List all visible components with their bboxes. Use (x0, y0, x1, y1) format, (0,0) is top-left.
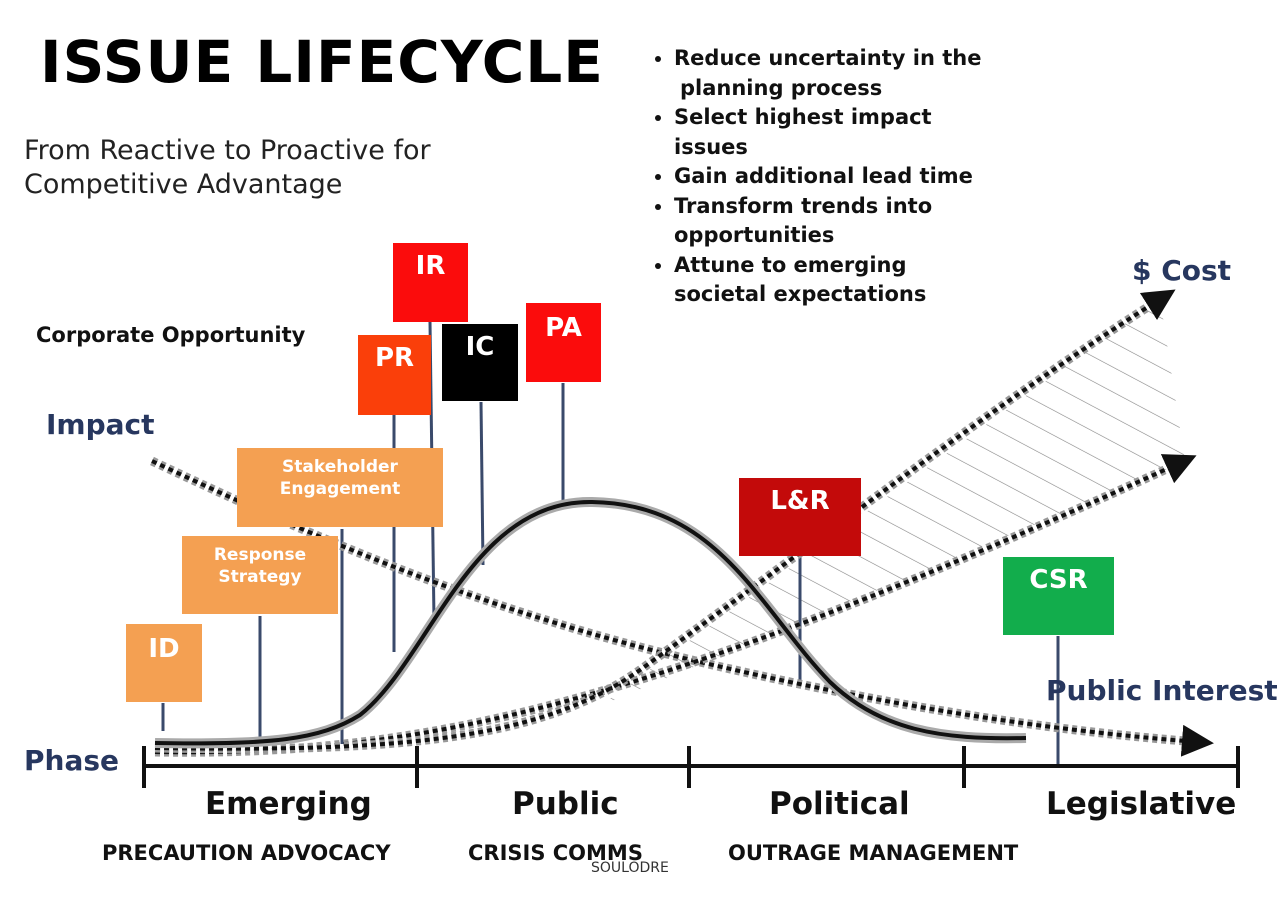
corporate-opportunity-label: Corporate Opportunity (36, 323, 306, 347)
box-id: ID (126, 624, 202, 702)
impact-label: Impact (46, 408, 155, 441)
box-lr: L&R (739, 478, 861, 556)
cost-label: $ Cost (1132, 254, 1232, 287)
box-ir: IR (393, 243, 468, 322)
phase-legislative: Legislative (1046, 786, 1237, 822)
box-ic: IC (442, 324, 518, 401)
phase-axis (142, 746, 1240, 788)
phase-emerging: Emerging (205, 786, 372, 822)
subtitle: From Reactive to Proactive for Competiti… (24, 134, 431, 202)
subtitle-line-2: Competitive Advantage (24, 169, 343, 200)
box-pa: PA (526, 303, 601, 382)
mode-crisis-comms: CRISIS COMMS (468, 841, 643, 865)
phase-public: Public (512, 786, 619, 822)
phase-political: Political (769, 786, 910, 822)
box-csr: CSR (1003, 557, 1114, 635)
page-title: ISSUE LIFECYCLE (40, 28, 604, 96)
cost-band-hatch (600, 298, 1185, 706)
phase-label: Phase (24, 744, 120, 777)
credit-label: SOULODRE (591, 860, 669, 876)
benefit-item: Gain additional lead time (674, 162, 1024, 192)
stem-ic (479, 401, 485, 566)
public-interest-label: Public Interest (1046, 674, 1278, 707)
subtitle-line-1: From Reactive to Proactive for (24, 135, 431, 166)
mode-precaution-advocacy: PRECAUTION ADVOCACY (102, 841, 391, 865)
box-pr: PR (358, 335, 431, 415)
mode-outrage-management: OUTRAGE MANAGEMENT (728, 841, 1019, 865)
